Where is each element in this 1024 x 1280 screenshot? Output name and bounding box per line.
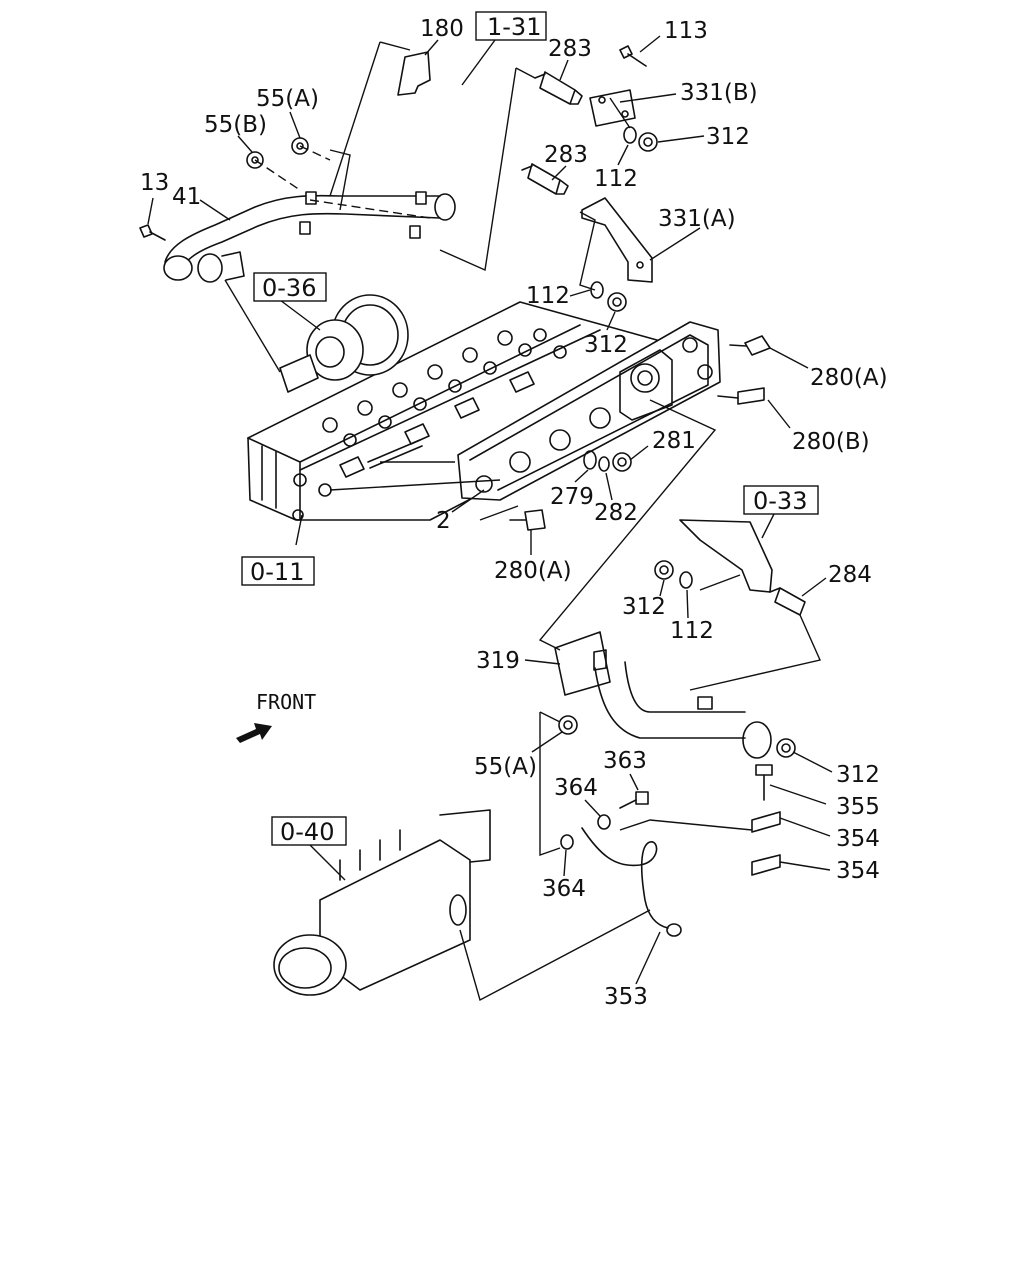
ref-label-0-33: 0-33 — [753, 487, 807, 515]
label-353: 353 — [604, 984, 648, 1010]
ref-box-1-31: 1-31 — [475, 11, 547, 41]
label-331b: 331(B) — [680, 80, 758, 106]
turbocharger — [279, 294, 409, 393]
ref-box-0-33: 0-33 — [743, 485, 819, 515]
label-113: 113 — [664, 18, 708, 44]
label-331a: 331(A) — [658, 206, 736, 232]
label-363: 363 — [603, 748, 647, 774]
label-312-mid: 312 — [584, 332, 628, 358]
assembly-lines — [224, 41, 821, 1002]
front-indicator: FRONT — [236, 690, 316, 743]
ref-label-0-11: 0-11 — [250, 558, 304, 586]
cylinder-head — [247, 301, 701, 521]
label-55a-top: 55(A) — [256, 86, 319, 112]
label-354-top: 354 — [836, 826, 880, 852]
ref-box-0-11: 0-11 — [241, 556, 315, 586]
label-364-bottom: 364 — [542, 876, 586, 902]
label-355: 355 — [836, 794, 880, 820]
pipe-319 — [554, 631, 772, 759]
front-arrow-icon — [236, 723, 272, 743]
label-283-top: 283 — [548, 36, 592, 62]
label-282: 282 — [594, 500, 638, 526]
label-180: 180 — [420, 16, 464, 42]
label-2: 2 — [436, 508, 451, 534]
label-364-top: 364 — [554, 775, 598, 801]
label-13: 13 — [140, 170, 169, 196]
label-55b: 55(B) — [204, 112, 267, 138]
ref-label-0-36: 0-36 — [262, 274, 316, 302]
ref-label-1-31: 1-31 — [487, 13, 541, 41]
clamp-354 — [751, 811, 781, 876]
label-55a-bottom: 55(A) — [474, 754, 537, 780]
label-312-top: 312 — [706, 124, 750, 150]
label-354-bottom: 354 — [836, 858, 880, 884]
pipe-41 — [163, 191, 456, 283]
label-280a-bottom: 280(A) — [494, 558, 572, 584]
label-319: 319 — [476, 648, 520, 674]
part-labels: 180 283 113 331(B) 55(A) 55(B) 312 283 1… — [140, 16, 888, 1010]
label-112-mid: 112 — [526, 283, 570, 309]
label-283-lower: 283 — [544, 142, 588, 168]
exhaust-manifold — [457, 321, 721, 501]
ref-box-0-36: 0-36 — [253, 272, 327, 302]
label-281: 281 — [652, 428, 696, 454]
bracket-331a — [581, 197, 653, 283]
label-279: 279 — [550, 484, 594, 510]
label-312-bottom: 312 — [836, 762, 880, 788]
bracket-0-33 — [679, 519, 773, 593]
front-label: FRONT — [256, 690, 316, 714]
label-284: 284 — [828, 562, 872, 588]
bracket-331b — [589, 89, 636, 127]
ref-box-0-40: 0-40 — [271, 816, 347, 846]
label-280a-right: 280(A) — [810, 365, 888, 391]
bracket-180 — [397, 51, 431, 96]
label-312-lower: 312 — [622, 594, 666, 620]
label-280b: 280(B) — [792, 429, 870, 455]
label-41: 41 — [172, 184, 201, 210]
leader-lines — [147, 35, 833, 985]
injection-pump — [273, 809, 491, 996]
label-112-lower: 112 — [670, 618, 714, 644]
ref-label-0-40: 0-40 — [280, 818, 334, 846]
label-112-top: 112 — [594, 166, 638, 192]
